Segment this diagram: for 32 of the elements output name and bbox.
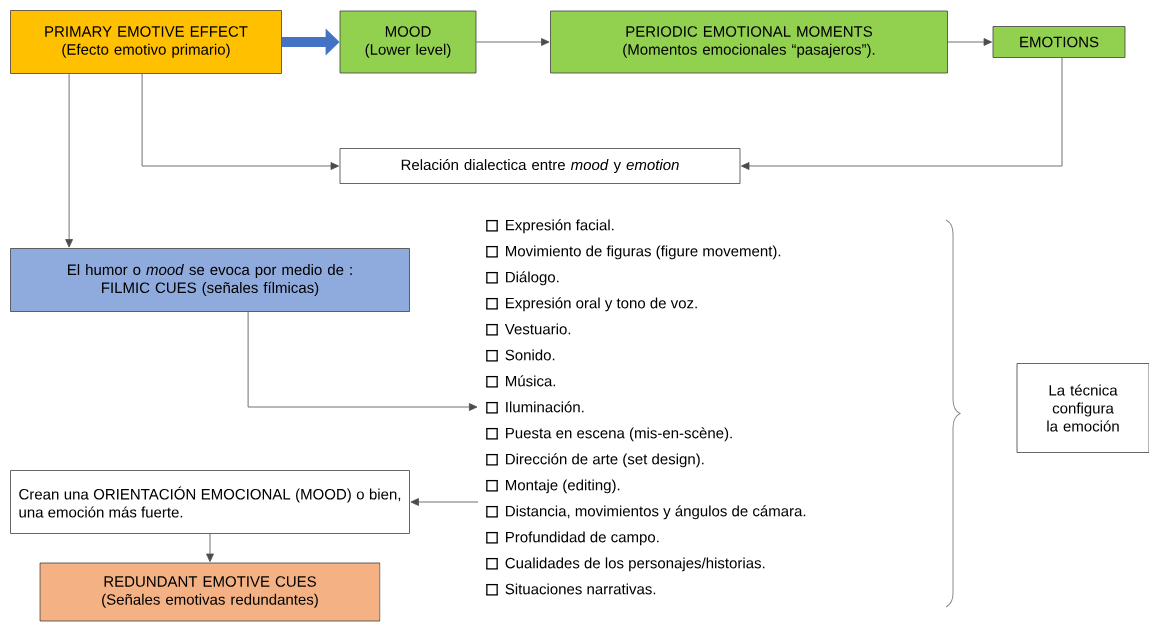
list-item: Distancia, movimientos y ángulos de cámara.	[506, 505, 806, 520]
list-item: Sonido.	[505, 349, 555, 361]
list-item: Vestuario.	[504, 323, 571, 335]
arrow	[410, 498, 479, 506]
list-item: Música.	[506, 375, 556, 387]
list-item: Expresión oral y tono de voz.	[506, 297, 697, 312]
process-box: Relación dialectica entre mood y emotion	[339, 148, 741, 184]
list-item: Montaje (editing).	[506, 479, 620, 494]
process-box: MOOD (Lower level)	[339, 10, 477, 74]
arrow	[947, 38, 992, 46]
list-item: Puesta en escena (mis-en-scène).	[506, 427, 732, 442]
process-box: El humor o mood se evoca por medio de : FILMIC CUES (señales fílmicas)	[10, 248, 410, 312]
list-item: Cualidades de los personajes/historias.	[505, 557, 765, 572]
process-box: La técnica configura la emoción	[1016, 363, 1149, 453]
list-item: Situaciones narrativas.	[505, 583, 656, 595]
process-box: REDUNDANT EMOTIVE CUES (Señales emotivas redundantes)	[39, 562, 381, 622]
list-item: Diálogo.	[506, 271, 559, 286]
list-item: Dirección de arte (set design).	[506, 453, 704, 468]
arrow	[141, 73, 339, 170]
arrow	[247, 311, 478, 411]
list-item: Iluminación.	[506, 401, 584, 413]
arrow	[476, 38, 550, 46]
arrow	[65, 73, 73, 248]
list-item: Profundidad de campo.	[506, 531, 659, 546]
arrow	[206, 533, 214, 562]
process-box: Crean una ORIENTACIÓN EMOCIONAL (MOOD) o bien, una emoción más fuerte.	[10, 470, 410, 534]
process-box: PERIODIC EMOTIONAL MOMENTS (Momentos emocionales “pasajeros”).	[550, 10, 948, 74]
process-box: EMOTIONS	[992, 26, 1126, 58]
list-item: Movimiento de figuras (figure movement).	[506, 245, 781, 260]
process-box: PRIMARY EMOTIVE EFFECT (Efecto emotivo primario)	[10, 10, 282, 74]
arrow	[741, 57, 1063, 170]
list-item: Expresión facial.	[506, 219, 614, 234]
